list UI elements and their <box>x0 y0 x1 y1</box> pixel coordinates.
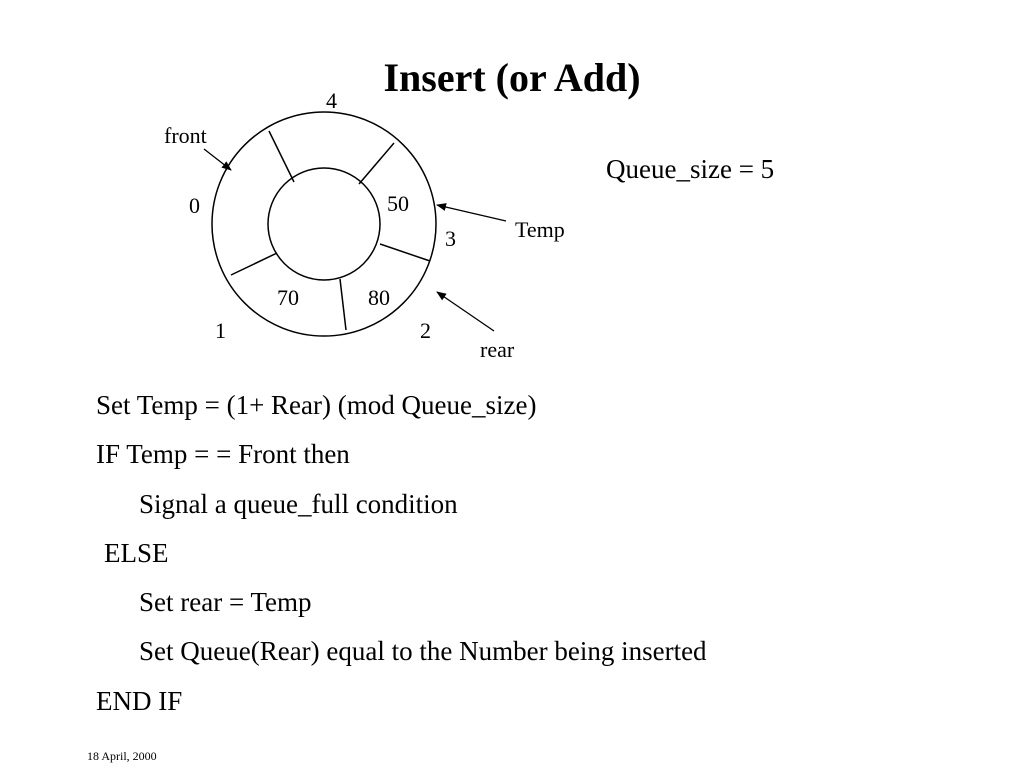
queue-outer-ring <box>211 111 437 337</box>
temp-pointer-arrow <box>436 203 507 222</box>
insert-algorithm: Set Temp = (1+ Rear) (mod Queue_size) IF… <box>96 383 707 728</box>
slot-divider <box>358 142 395 185</box>
queue-size-label: Queue_size = 5 <box>606 154 775 184</box>
algorithm-line: END IF <box>96 685 183 716</box>
temp-pointer-label: Temp <box>515 217 565 242</box>
slide-title: Insert (or Add) <box>383 55 641 100</box>
rear-pointer-arrow <box>436 291 495 332</box>
slot-divider <box>230 252 278 276</box>
slot-divider <box>339 278 347 331</box>
algorithm-line: ELSE <box>104 537 169 568</box>
slot-value: 80 <box>368 285 390 310</box>
algorithm-line: IF Temp = = Front then <box>96 439 350 470</box>
slot-divider <box>379 243 431 262</box>
algorithm-line: Set Queue(Rear) equal to the Number bein… <box>139 636 707 667</box>
algorithm-line: Signal a queue_full condition <box>139 488 458 519</box>
slot-index-label: 3 <box>445 226 456 251</box>
front-pointer-arrow <box>203 148 232 171</box>
slot-index-label: 0 <box>189 193 200 218</box>
algorithm-line: Set rear = Temp <box>139 587 312 618</box>
slot-value: 50 <box>387 191 409 216</box>
footer-date: 18 April, 2000 <box>87 749 157 763</box>
rear-pointer-label: rear <box>480 337 515 362</box>
circular-queue-diagram: 4 0 3 1 2 50 70 80 front Temp rear <box>164 88 565 362</box>
algorithm-line: Set Temp = (1+ Rear) (mod Queue_size) <box>96 390 537 420</box>
slot-value: 70 <box>277 285 299 310</box>
front-pointer-label: front <box>164 123 207 148</box>
slot-divider <box>268 130 295 183</box>
slot-index-label: 1 <box>215 318 226 343</box>
queue-inner-ring <box>267 167 381 281</box>
slot-index-label: 4 <box>326 88 337 113</box>
slot-index-label: 2 <box>420 318 431 343</box>
